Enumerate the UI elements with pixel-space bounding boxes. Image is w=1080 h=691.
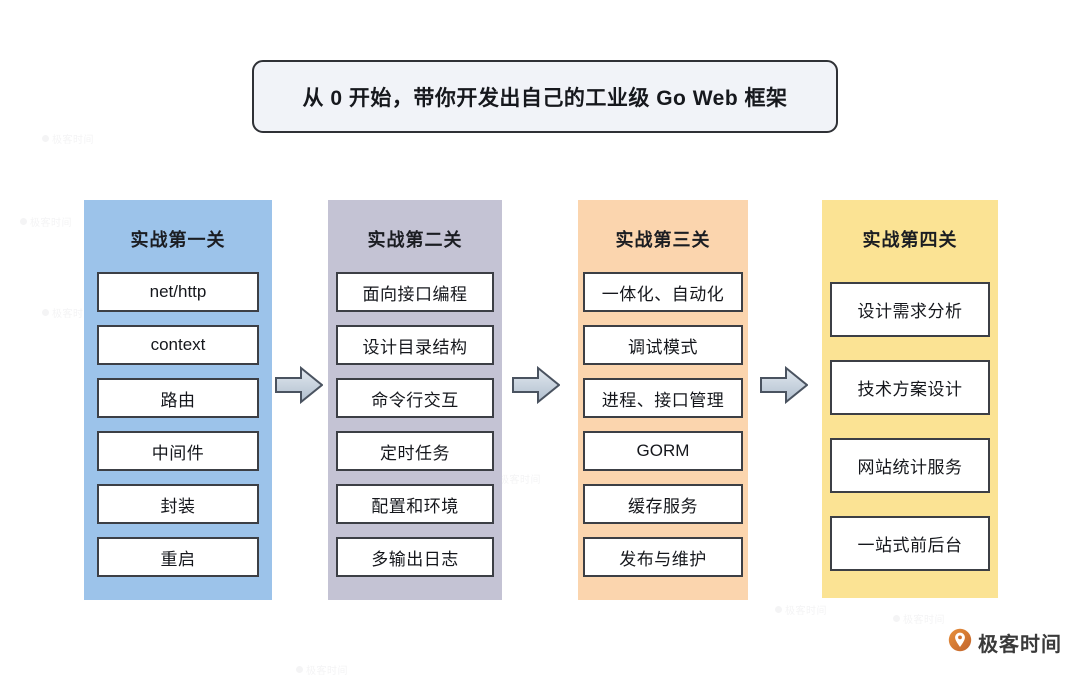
stage-1-item-4[interactable]: 中间件 — [97, 431, 259, 471]
brand-logo: 极客时间 — [948, 628, 1062, 657]
stage-2-item-1[interactable]: 面向接口编程 — [336, 272, 494, 312]
stage-item-list-3: 一体化、自动化调试模式进程、接口管理 GORM 缓存服务发布与维护 — [583, 272, 743, 590]
stage-2-item-3[interactable]: 命令行交互 — [336, 378, 494, 418]
stage-column-3: 实战第三关 一体化、自动化调试模式进程、接口管理 GORM 缓存服务发布与维护 — [578, 200, 748, 600]
stage-1-item-6[interactable]: 重启 — [97, 537, 259, 577]
brand-name: 极客时间 — [978, 634, 1062, 656]
stage-column-2: 实战第二关 面向接口编程设计目录结构命令行交互定时任务配置和环境多输出日志 — [328, 200, 502, 600]
stage-column-1: 实战第一关 net/http context 路由中间件封装重启 — [84, 200, 272, 600]
watermark-9: 极客时间 — [893, 611, 945, 626]
watermark-2: 极客时间 — [20, 214, 72, 229]
stage-1-item-1[interactable]: net/http — [97, 272, 259, 312]
stage-title-3: 实战第三关 — [615, 230, 711, 250]
watermark-pin-icon — [42, 309, 49, 316]
arrow-stage-3-to-4-icon — [760, 365, 809, 405]
stage-title-1: 实战第一关 — [130, 230, 226, 250]
stage-4-item-3[interactable]: 网站统计服务 — [830, 438, 990, 493]
stage-3-item-4[interactable]: GORM — [583, 431, 743, 471]
stage-title-4: 实战第四关 — [862, 230, 958, 250]
stage-2-item-6[interactable]: 多输出日志 — [336, 537, 494, 577]
stage-2-item-5[interactable]: 配置和环境 — [336, 484, 494, 524]
stage-3-item-5[interactable]: 缓存服务 — [583, 484, 743, 524]
watermark-pin-icon — [893, 615, 900, 622]
page-title-banner: 从 0 开始，带你开发出自己的工业级 Go Web 框架 — [252, 60, 838, 133]
stage-2-item-2[interactable]: 设计目录结构 — [336, 325, 494, 365]
stage-item-list-2: 面向接口编程设计目录结构命令行交互定时任务配置和环境多输出日志 — [336, 272, 494, 590]
stage-item-list-4: 设计需求分析技术方案设计网站统计服务一站式前后台 — [830, 282, 990, 594]
watermark-4: 极客时间 — [296, 662, 348, 677]
page-title: 从 0 开始，带你开发出自己的工业级 Go Web 框架 — [302, 86, 788, 110]
stage-3-item-3[interactable]: 进程、接口管理 — [583, 378, 743, 418]
watermark-3: 极客时间 — [42, 305, 94, 320]
arrow-stage-2-to-3-icon — [512, 365, 561, 405]
stage-3-item-1[interactable]: 一体化、自动化 — [583, 272, 743, 312]
watermark-pin-icon — [775, 606, 782, 613]
geektime-pin-icon — [948, 628, 972, 657]
stage-4-item-4[interactable]: 一站式前后台 — [830, 516, 990, 571]
stage-3-item-6[interactable]: 发布与维护 — [583, 537, 743, 577]
watermark-text: 极客时间 — [499, 475, 541, 486]
watermark-text: 极客时间 — [903, 615, 945, 626]
arrow-stage-1-to-2-icon — [275, 365, 324, 405]
watermark-pin-icon — [296, 666, 303, 673]
stage-3-item-2[interactable]: 调试模式 — [583, 325, 743, 365]
stage-1-item-3[interactable]: 路由 — [97, 378, 259, 418]
watermark-text: 极客时间 — [785, 606, 827, 617]
watermark-1: 极客时间 — [42, 131, 94, 146]
stage-1-item-2[interactable]: context — [97, 325, 259, 365]
watermark-text: 极客时间 — [52, 135, 94, 146]
stage-4-item-1[interactable]: 设计需求分析 — [830, 282, 990, 337]
stage-1-item-5[interactable]: 封装 — [97, 484, 259, 524]
watermark-pin-icon — [20, 218, 27, 225]
stage-2-item-4[interactable]: 定时任务 — [336, 431, 494, 471]
stage-item-list-1: net/http context 路由中间件封装重启 — [97, 272, 259, 590]
watermark-pin-icon — [42, 135, 49, 142]
watermark-text: 极客时间 — [52, 309, 94, 320]
stage-title-2: 实战第二关 — [367, 230, 463, 250]
stage-4-item-2[interactable]: 技术方案设计 — [830, 360, 990, 415]
watermark-8: 极客时间 — [775, 602, 827, 617]
watermark-text: 极客时间 — [30, 218, 72, 229]
stage-column-4: 实战第四关 设计需求分析技术方案设计网站统计服务一站式前后台 — [822, 200, 998, 598]
watermark-text: 极客时间 — [306, 666, 348, 677]
